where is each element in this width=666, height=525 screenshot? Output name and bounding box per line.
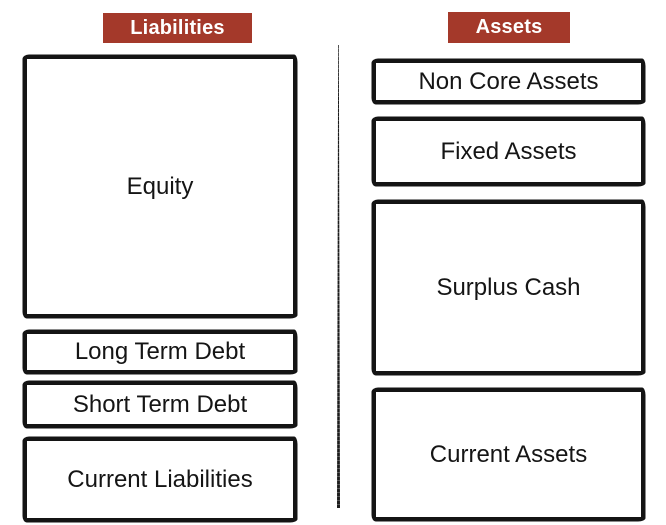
box-equity-label: Equity: [126, 172, 194, 200]
box-non-core-assets-label: Non Core Assets: [418, 67, 599, 95]
box-short-term-debt: Short Term Debt: [23, 381, 297, 428]
box-long-term-debt-label: Long Term Debt: [74, 338, 246, 365]
box-non-core-assets: Non Core Assets: [372, 59, 645, 104]
box-long-term-debt: Long Term Debt: [23, 330, 297, 374]
box-fixed-assets: Fixed Assets: [372, 117, 645, 186]
column-divider: [337, 45, 340, 508]
box-current-liabilities: Current Liabilities: [23, 437, 297, 522]
box-equity: Equity: [23, 55, 297, 318]
box-current-assets-label: Current Assets: [429, 440, 588, 468]
liabilities-header-badge: Liabilities: [103, 13, 252, 43]
assets-header-badge: Assets: [448, 12, 570, 43]
box-surplus-cash-label: Surplus Cash: [436, 273, 581, 301]
box-short-term-debt-label: Short Term Debt: [72, 390, 248, 418]
box-surplus-cash: Surplus Cash: [372, 200, 645, 375]
box-current-liabilities-label: Current Liabilities: [67, 465, 253, 493]
box-current-assets: Current Assets: [372, 388, 645, 521]
box-fixed-assets-label: Fixed Assets: [440, 137, 577, 165]
